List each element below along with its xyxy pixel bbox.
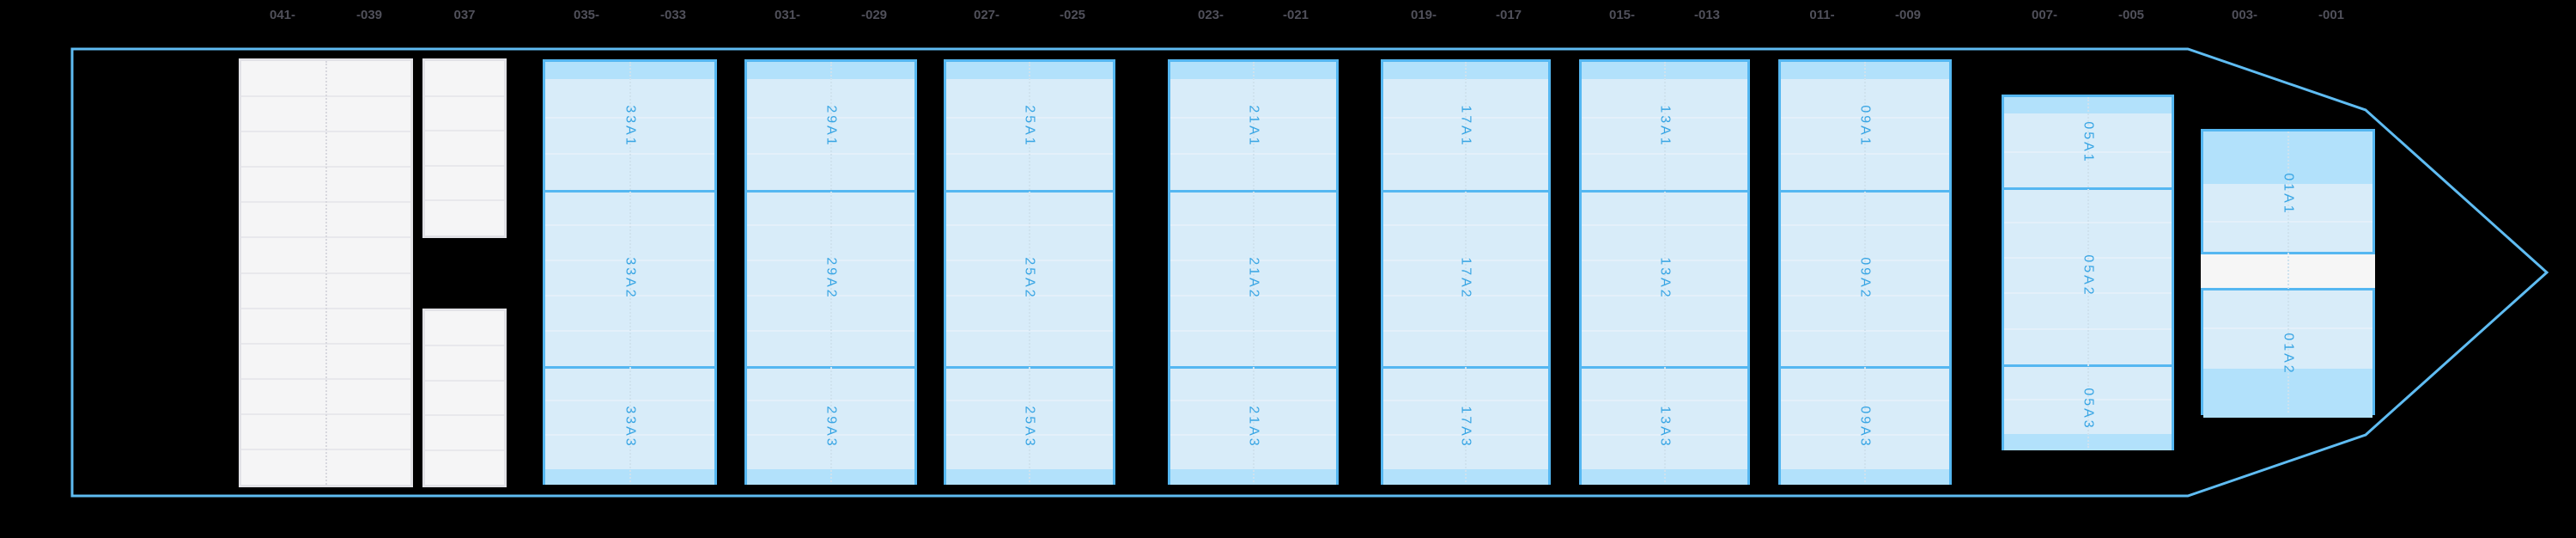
axis-label-001: -001 — [2318, 8, 2345, 22]
axis-label-039: -039 — [355, 8, 383, 22]
axis-label-037: 037 — [453, 8, 476, 22]
axis-label-029: -029 — [860, 8, 888, 22]
ghost-row-line — [425, 380, 504, 382]
bay-section-label: 33A3 — [623, 405, 638, 449]
axis-label-027: 027- — [973, 8, 1000, 22]
ghost-row-line — [425, 130, 504, 131]
axis-label-011: 011- — [1809, 8, 1835, 22]
bay-block-21: 21A1 21A2 21A3 — [1168, 59, 1339, 485]
axis-label-041: 041- — [269, 8, 296, 22]
bay-section-label: 01A1 — [2281, 173, 2296, 216]
bay-block-05: 05A1 05A2 05A3 — [2002, 95, 2174, 450]
ghost-row-line — [425, 345, 504, 346]
bay-section-label: 17A1 — [1459, 104, 1473, 148]
bay-section-label: 33A1 — [623, 104, 638, 148]
axis-label-035: 035- — [573, 8, 600, 22]
bay-center-dotted-line — [2287, 131, 2289, 413]
bay-section-label: 33A2 — [623, 256, 638, 300]
axis-label-031: 031- — [774, 8, 801, 22]
ghost-row-line — [425, 95, 504, 97]
bay-section-label: 21A1 — [1246, 104, 1261, 148]
bay-section-label: 09A1 — [1858, 104, 1873, 148]
axis-label-007: 007- — [2031, 8, 2058, 22]
axis-label-003: 003- — [2231, 8, 2258, 22]
bay-center-dotted-line — [2087, 97, 2089, 448]
ghost-bay-aft-upper — [422, 58, 507, 238]
axis-label-021: -021 — [1282, 8, 1309, 22]
bay-section-label: 29A3 — [823, 405, 839, 449]
bay-section-label: 05A2 — [2081, 254, 2096, 297]
axis-label-025: -025 — [1059, 8, 1086, 22]
bay-section-label: 17A2 — [1459, 256, 1473, 300]
bay-section-label: 05A1 — [2081, 120, 2096, 164]
bay-center-dotted-line — [1253, 62, 1255, 482]
axis-label-019: 019- — [1410, 8, 1437, 22]
ghost-row-line — [425, 165, 504, 167]
bay-center-dotted-line — [830, 62, 832, 482]
bay-center-dotted-line — [629, 62, 631, 482]
bay-block-17: 17A1 17A2 17A3 — [1381, 59, 1551, 485]
bay-section-label: 05A3 — [2081, 387, 2096, 431]
bay-center-dotted-line — [1864, 62, 1866, 482]
ghost-row-line — [425, 414, 504, 416]
ghost-bay-aft-large — [239, 58, 413, 487]
ghost-bay-aft-lower — [422, 309, 507, 487]
bay-block-25: 25A1 25A2 25A3 — [944, 59, 1115, 485]
ghost-center-dotted-line — [325, 61, 327, 485]
ghost-row-line — [425, 199, 504, 201]
bay-block-09: 09A1 09A2 09A3 — [1778, 59, 1952, 485]
axis-label-005: -005 — [2117, 8, 2145, 22]
bay-block-33: 33A1 33A2 33A3 — [543, 59, 717, 485]
bay-block-29: 29A1 29A2 29A3 — [744, 59, 917, 485]
axis-label-009: -009 — [1894, 8, 1922, 22]
bay-center-dotted-line — [1465, 62, 1467, 482]
bay-section-label: 09A3 — [1858, 405, 1873, 449]
axis-label-033: -033 — [659, 8, 687, 22]
bay-center-dotted-line — [1664, 62, 1666, 482]
bay-section-label: 29A2 — [823, 256, 839, 300]
bay-section-label: 29A1 — [823, 104, 839, 148]
axis-label-023: 023- — [1197, 8, 1224, 22]
bay-section-label: 21A3 — [1246, 405, 1261, 449]
bay-section-label: 25A1 — [1023, 104, 1037, 148]
bay-section-label: 13A1 — [1657, 104, 1673, 148]
ghost-row-line — [425, 449, 504, 451]
bay-section-label: 21A2 — [1246, 256, 1261, 300]
axis-label-013: -013 — [1693, 8, 1721, 22]
bay-section-label: 17A3 — [1459, 405, 1473, 449]
axis-label-015: 015- — [1608, 8, 1636, 22]
bay-section-label: 25A3 — [1023, 405, 1037, 449]
axis-label-017: -017 — [1495, 8, 1522, 22]
bay-block-13: 13A1 13A2 13A3 — [1579, 59, 1750, 485]
bay-section-label: 01A2 — [2281, 333, 2296, 376]
bay-section-label: 25A2 — [1023, 256, 1037, 300]
bay-section-label: 13A2 — [1657, 256, 1673, 300]
bay-section-label: 09A2 — [1858, 256, 1873, 300]
bay-section-label: 13A3 — [1657, 405, 1673, 449]
bay-center-dotted-line — [1029, 62, 1030, 482]
